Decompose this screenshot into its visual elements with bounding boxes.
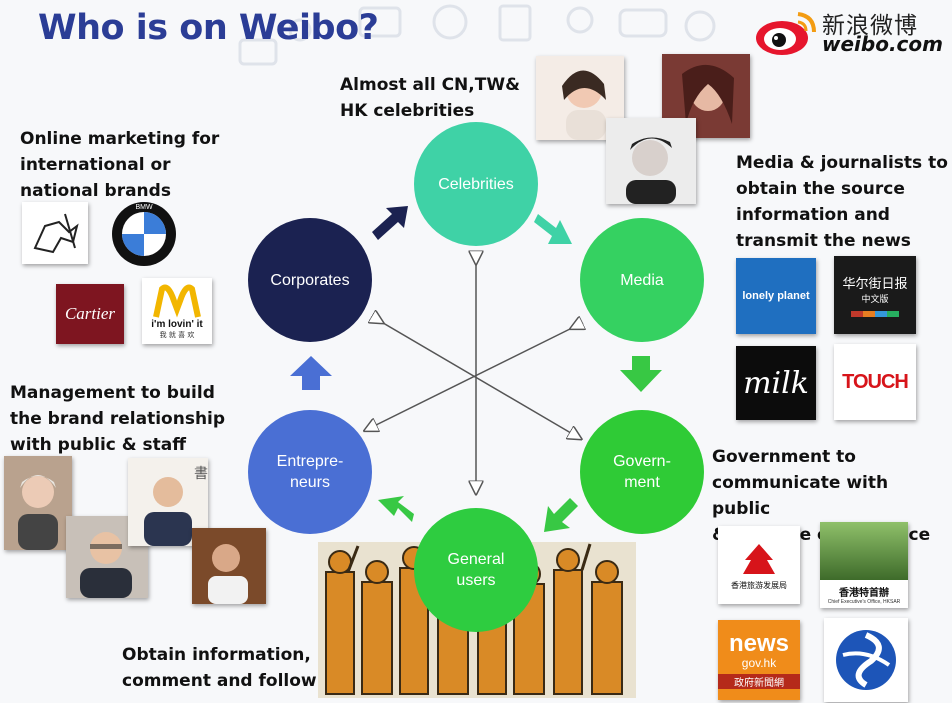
news-sub-text: gov.hk [741, 655, 777, 670]
burberry-logo [22, 202, 88, 264]
caption-general-users: Obtain information, comment and follow [122, 645, 317, 691]
ceo-office-sub: Chief Executive's Office, HKSAR [827, 598, 901, 605]
page-title: Who is on Weibo? [38, 8, 379, 48]
bmw-logo: BMW [110, 200, 178, 268]
svg-text:書: 書 [194, 466, 208, 482]
gov-hk-emblem [824, 618, 908, 702]
touch-text: TOUCH [842, 370, 909, 393]
celebrity-photo-3 [606, 118, 696, 204]
caption-media: Media & journalists to obtain the source… [736, 153, 948, 251]
arrow-government-to-users [544, 498, 578, 532]
caption-entrepreneurs: Management to build the brand relationsh… [10, 383, 226, 455]
node-corporates: Corporates [248, 218, 372, 342]
node-media: Media [580, 218, 704, 342]
news-text: news [728, 629, 790, 657]
weibo-logo: 新浪微博 weibo.com [752, 6, 943, 56]
executive-photo-1 [4, 456, 72, 550]
arrow-entrepreneurs-to-corporates [290, 356, 332, 390]
node-celebrities: Celebrities [414, 122, 538, 246]
hk-tourism-text: 香港旅游发展局 [731, 580, 787, 590]
weibo-eye-icon [756, 12, 816, 55]
arrow-corporates-to-celebrities [372, 206, 408, 240]
arrow-celebrities-to-media [534, 214, 572, 244]
lonely-planet-logo: lonely planet [736, 258, 816, 334]
mcdonalds-logo: i'm lovin' it 我 就 喜 欢 [142, 278, 212, 344]
milk-logo: milk [736, 346, 816, 420]
node-government: Govern- ment [580, 410, 704, 534]
cartier-text: Cartier [64, 304, 116, 323]
lonely-planet-text: lonely planet [742, 290, 810, 302]
arrow-media-to-government [620, 356, 662, 392]
connector-diag-2 [370, 326, 576, 428]
node-general-users: General users [414, 508, 538, 632]
milk-text: milk [743, 365, 809, 401]
mcdonalds-slogan: i'm lovin' it [151, 318, 203, 330]
mcdonalds-slogan-cn: 我 就 喜 欢 [159, 330, 195, 339]
wsj-color-stripe [851, 311, 899, 317]
wsj-chinese-logo: 华尔街日报 中文版 [834, 256, 916, 334]
wsj-chinese-sub: 中文版 [861, 295, 889, 305]
logo-english-text: weibo.com [822, 32, 943, 56]
svg-text:BMW: BMW [135, 204, 153, 211]
touch-logo: TOUCH [834, 344, 916, 420]
caption-celebrities: Almost all CN,TW& HK celebrities [340, 75, 520, 121]
wsj-chinese-text: 华尔街日报 [842, 277, 908, 292]
node-entrepreneurs: Entrepre- neurs [248, 410, 372, 534]
logo-chinese-text: 新浪微博 [822, 13, 918, 39]
arrow-users-to-entrepreneurs [378, 496, 414, 522]
news-gov-hk-logo: news gov.hk 政府新聞網 [718, 620, 800, 700]
hk-tourism-board-logo: 香港旅游发展局 [718, 526, 800, 604]
connector-diag-1 [378, 320, 576, 436]
ceo-office-text: 香港特首辦 [839, 587, 889, 599]
executive-photo-4 [192, 528, 266, 604]
ceo-office-logo: 香港特首辦 Chief Executive's Office, HKSAR [820, 522, 908, 608]
news-cn-text: 政府新聞網 [718, 673, 800, 689]
cartier-logo: Cartier [56, 284, 124, 344]
caption-corporates: Online marketing for international or na… [20, 129, 220, 201]
